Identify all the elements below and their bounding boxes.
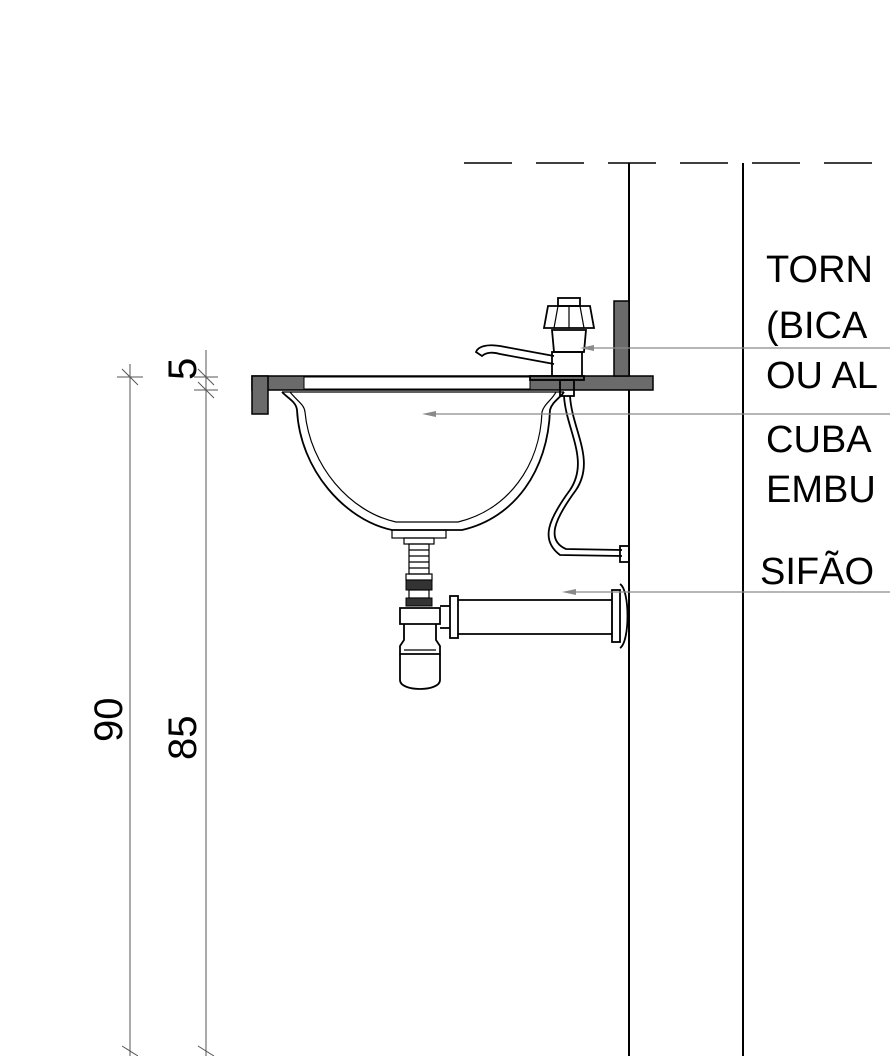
basin-label-line2: EMBU — [766, 469, 876, 511]
basin-label-line1: CUBA — [766, 419, 872, 461]
faucet-label-line1: TORN — [766, 249, 873, 291]
dimension-total-height: 90 — [87, 698, 131, 743]
countertop — [251, 300, 654, 415]
supply-hose — [547, 395, 630, 563]
dimension-counter-height: 85 — [161, 716, 205, 761]
basin-bowl — [281, 391, 565, 531]
faucet — [474, 297, 596, 397]
dimension-lines — [117, 350, 218, 1056]
siphon-label: SIFÃO — [760, 550, 874, 593]
faucet-label-line2: (BICA — [766, 305, 868, 347]
leader-lines — [422, 345, 890, 595]
drain-fitting — [391, 529, 447, 607]
faucet-label-line3: OU AL — [766, 355, 878, 397]
dimension-top-thickness: 5 — [161, 358, 205, 380]
siphon-trap — [399, 583, 629, 690]
